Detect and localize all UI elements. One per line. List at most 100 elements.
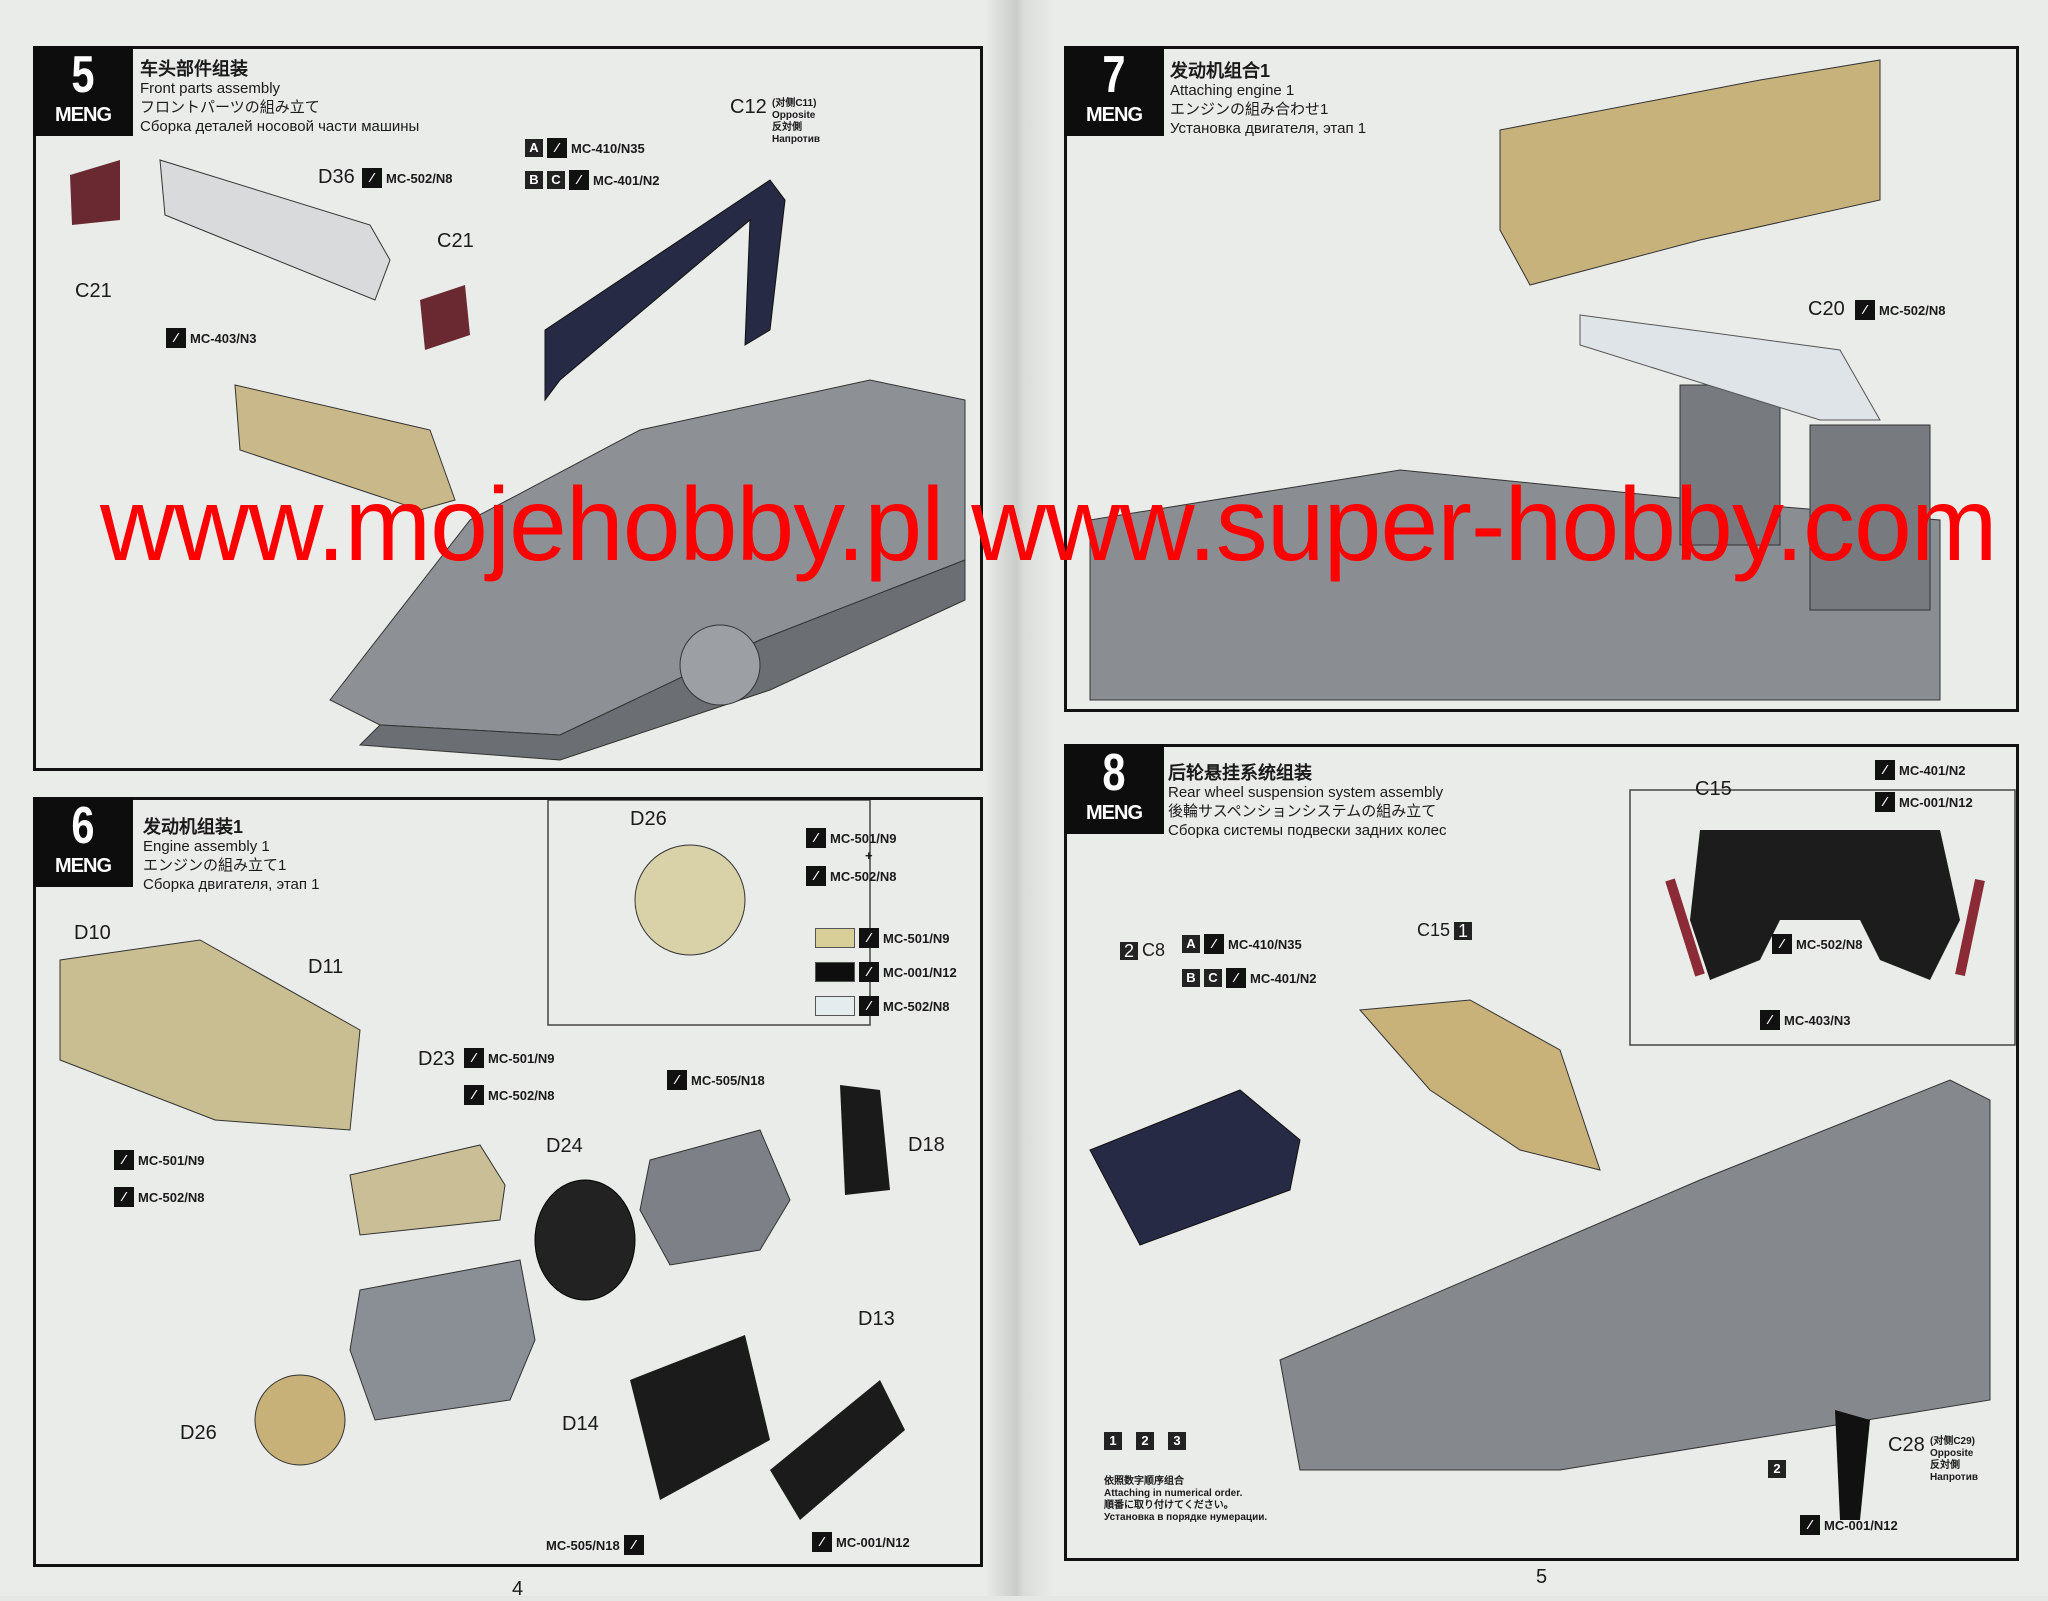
step5-frame: [33, 46, 983, 771]
step6-inset-frame: [547, 799, 871, 1026]
paint-inset-2: ∕MC-001/N12: [1875, 792, 1973, 812]
step-number: 8: [1102, 744, 1126, 802]
paint-arms: ∕MC-403/N3: [1760, 1010, 1850, 1030]
brush-icon: ∕: [1800, 1515, 1820, 1535]
title-ja: 後輪サスペンションシステムの組み立て: [1168, 803, 1437, 820]
step8-c28: [1835, 1410, 1870, 1520]
step5-wheel-hub: [679, 624, 761, 706]
part-d18: D18: [908, 1134, 945, 1156]
color-swatch: [815, 996, 855, 1016]
paint-c21: ∕MC-403/N3: [166, 328, 256, 348]
paint-inset-1: ∕MC-401/N2: [1875, 760, 1965, 780]
step6-gearbox: [639, 1129, 791, 1266]
brush-icon: ∕: [1760, 1010, 1780, 1030]
title-ru: Сборка двигателя, этап 1: [143, 876, 320, 893]
title-en: Attaching engine 1: [1170, 82, 1295, 99]
step6-d18: [840, 1085, 890, 1195]
step6-inset-engine: [634, 844, 746, 956]
step7-titles: 发动机组合1 Attaching engine 1 エンジンの組み合わせ1 Ус…: [1170, 62, 1366, 138]
part-d14: D14: [562, 1413, 599, 1435]
part-d26: D26: [180, 1422, 217, 1444]
brush-icon: ∕: [1875, 792, 1895, 812]
title-ru: Сборка деталей носовой части машины: [140, 118, 420, 135]
brush-icon: ∕: [114, 1150, 134, 1170]
step-number: 5: [71, 46, 95, 104]
step8-inset-frame: [1629, 789, 2016, 1046]
step8-titles: 后轮悬挂系统组装 Rear wheel suspension system as…: [1168, 764, 1446, 840]
brush-icon: ∕: [362, 168, 382, 188]
part-c21-right: C21: [437, 230, 474, 252]
brush-icon: ∕: [547, 138, 567, 158]
part-c20: C20: [1808, 298, 1845, 320]
part-d11: D11: [308, 956, 344, 978]
page-number-left: 4: [512, 1578, 524, 1600]
title-en: Rear wheel suspension system assembly: [1168, 784, 1444, 801]
step5-c21-left: [70, 160, 120, 225]
meng-logo: MENG: [55, 855, 112, 877]
part-d23: D23: [418, 1048, 455, 1070]
part-d13: D13: [858, 1308, 895, 1330]
step6-block: [349, 1259, 536, 1421]
paint-d26-1: ∕MC-501/N9: [806, 828, 896, 848]
brush-icon: ∕: [1772, 934, 1792, 954]
title-ru: Установка двигателя, этап 1: [1170, 120, 1367, 137]
step8-c15-arm: [1358, 999, 1601, 1171]
brush-icon: ∕: [859, 962, 879, 982]
part-c12: C12: [730, 96, 767, 118]
color-swatch: [815, 962, 855, 982]
page-fold: [985, 0, 1055, 1596]
step8-chassis: [1279, 1079, 1991, 1471]
step6-titles: 发动机组装1 Engine assembly 1 エンジンの組み立て1 Сбор…: [143, 818, 320, 894]
brush-icon: ∕: [166, 328, 186, 348]
brush-icon: ∕: [569, 170, 589, 190]
step5-chassis-side: [358, 559, 966, 761]
plus-sign: +: [865, 848, 873, 863]
meng-logo: MENG: [55, 104, 112, 126]
step5-panel-c12: [544, 179, 786, 402]
title-zh: 发动机组合1: [1170, 61, 1271, 81]
brush-icon: ∕: [806, 828, 826, 848]
brush-icon: ∕: [859, 996, 879, 1016]
part-d36: D36: [318, 166, 355, 188]
watermark: www.mojehobby.pl www.super-hobby.com: [100, 467, 1998, 583]
step7-engine: [1499, 59, 1881, 286]
paint-d23-1: ∕MC-501/N9: [464, 1048, 554, 1068]
step7-c20: [1579, 314, 1881, 421]
step5-c21-right: [420, 285, 470, 350]
step-number: 6: [71, 797, 95, 855]
brush-icon: ∕: [1875, 760, 1895, 780]
part-c21-left: C21: [75, 280, 112, 302]
step5-grille-d36: [159, 159, 391, 301]
step6-d23: [349, 1144, 506, 1236]
title-zh: 发动机组装1: [143, 817, 244, 837]
legend-1: ∕MC-501/N9: [815, 928, 949, 948]
part-c15-inset: C15: [1695, 778, 1732, 800]
title-zh: 后轮悬挂系统组装: [1168, 763, 1312, 783]
brush-icon: ∕: [812, 1532, 832, 1552]
part-d24: D24: [546, 1135, 583, 1157]
title-ja: エンジンの組み合わせ1: [1170, 101, 1329, 118]
step8-c8-frame: [1089, 1089, 1301, 1246]
step6-d26-turbo: [254, 1374, 346, 1466]
brush-icon: ∕: [1855, 300, 1875, 320]
brush-icon: ∕: [464, 1048, 484, 1068]
legend-3: ∕MC-502/N8: [815, 996, 949, 1016]
step-number: 7: [1102, 46, 1126, 104]
meng-logo: MENG: [1086, 802, 1143, 824]
step6-d13: [770, 1380, 905, 1520]
brush-icon: ∕: [623, 1535, 644, 1555]
title-ja: フロントパーツの組み立て: [140, 99, 320, 116]
paint-d36: ∕MC-502/N8: [362, 168, 452, 188]
brush-icon: ∕: [464, 1085, 484, 1105]
title-en: Front parts assembly: [140, 80, 281, 97]
